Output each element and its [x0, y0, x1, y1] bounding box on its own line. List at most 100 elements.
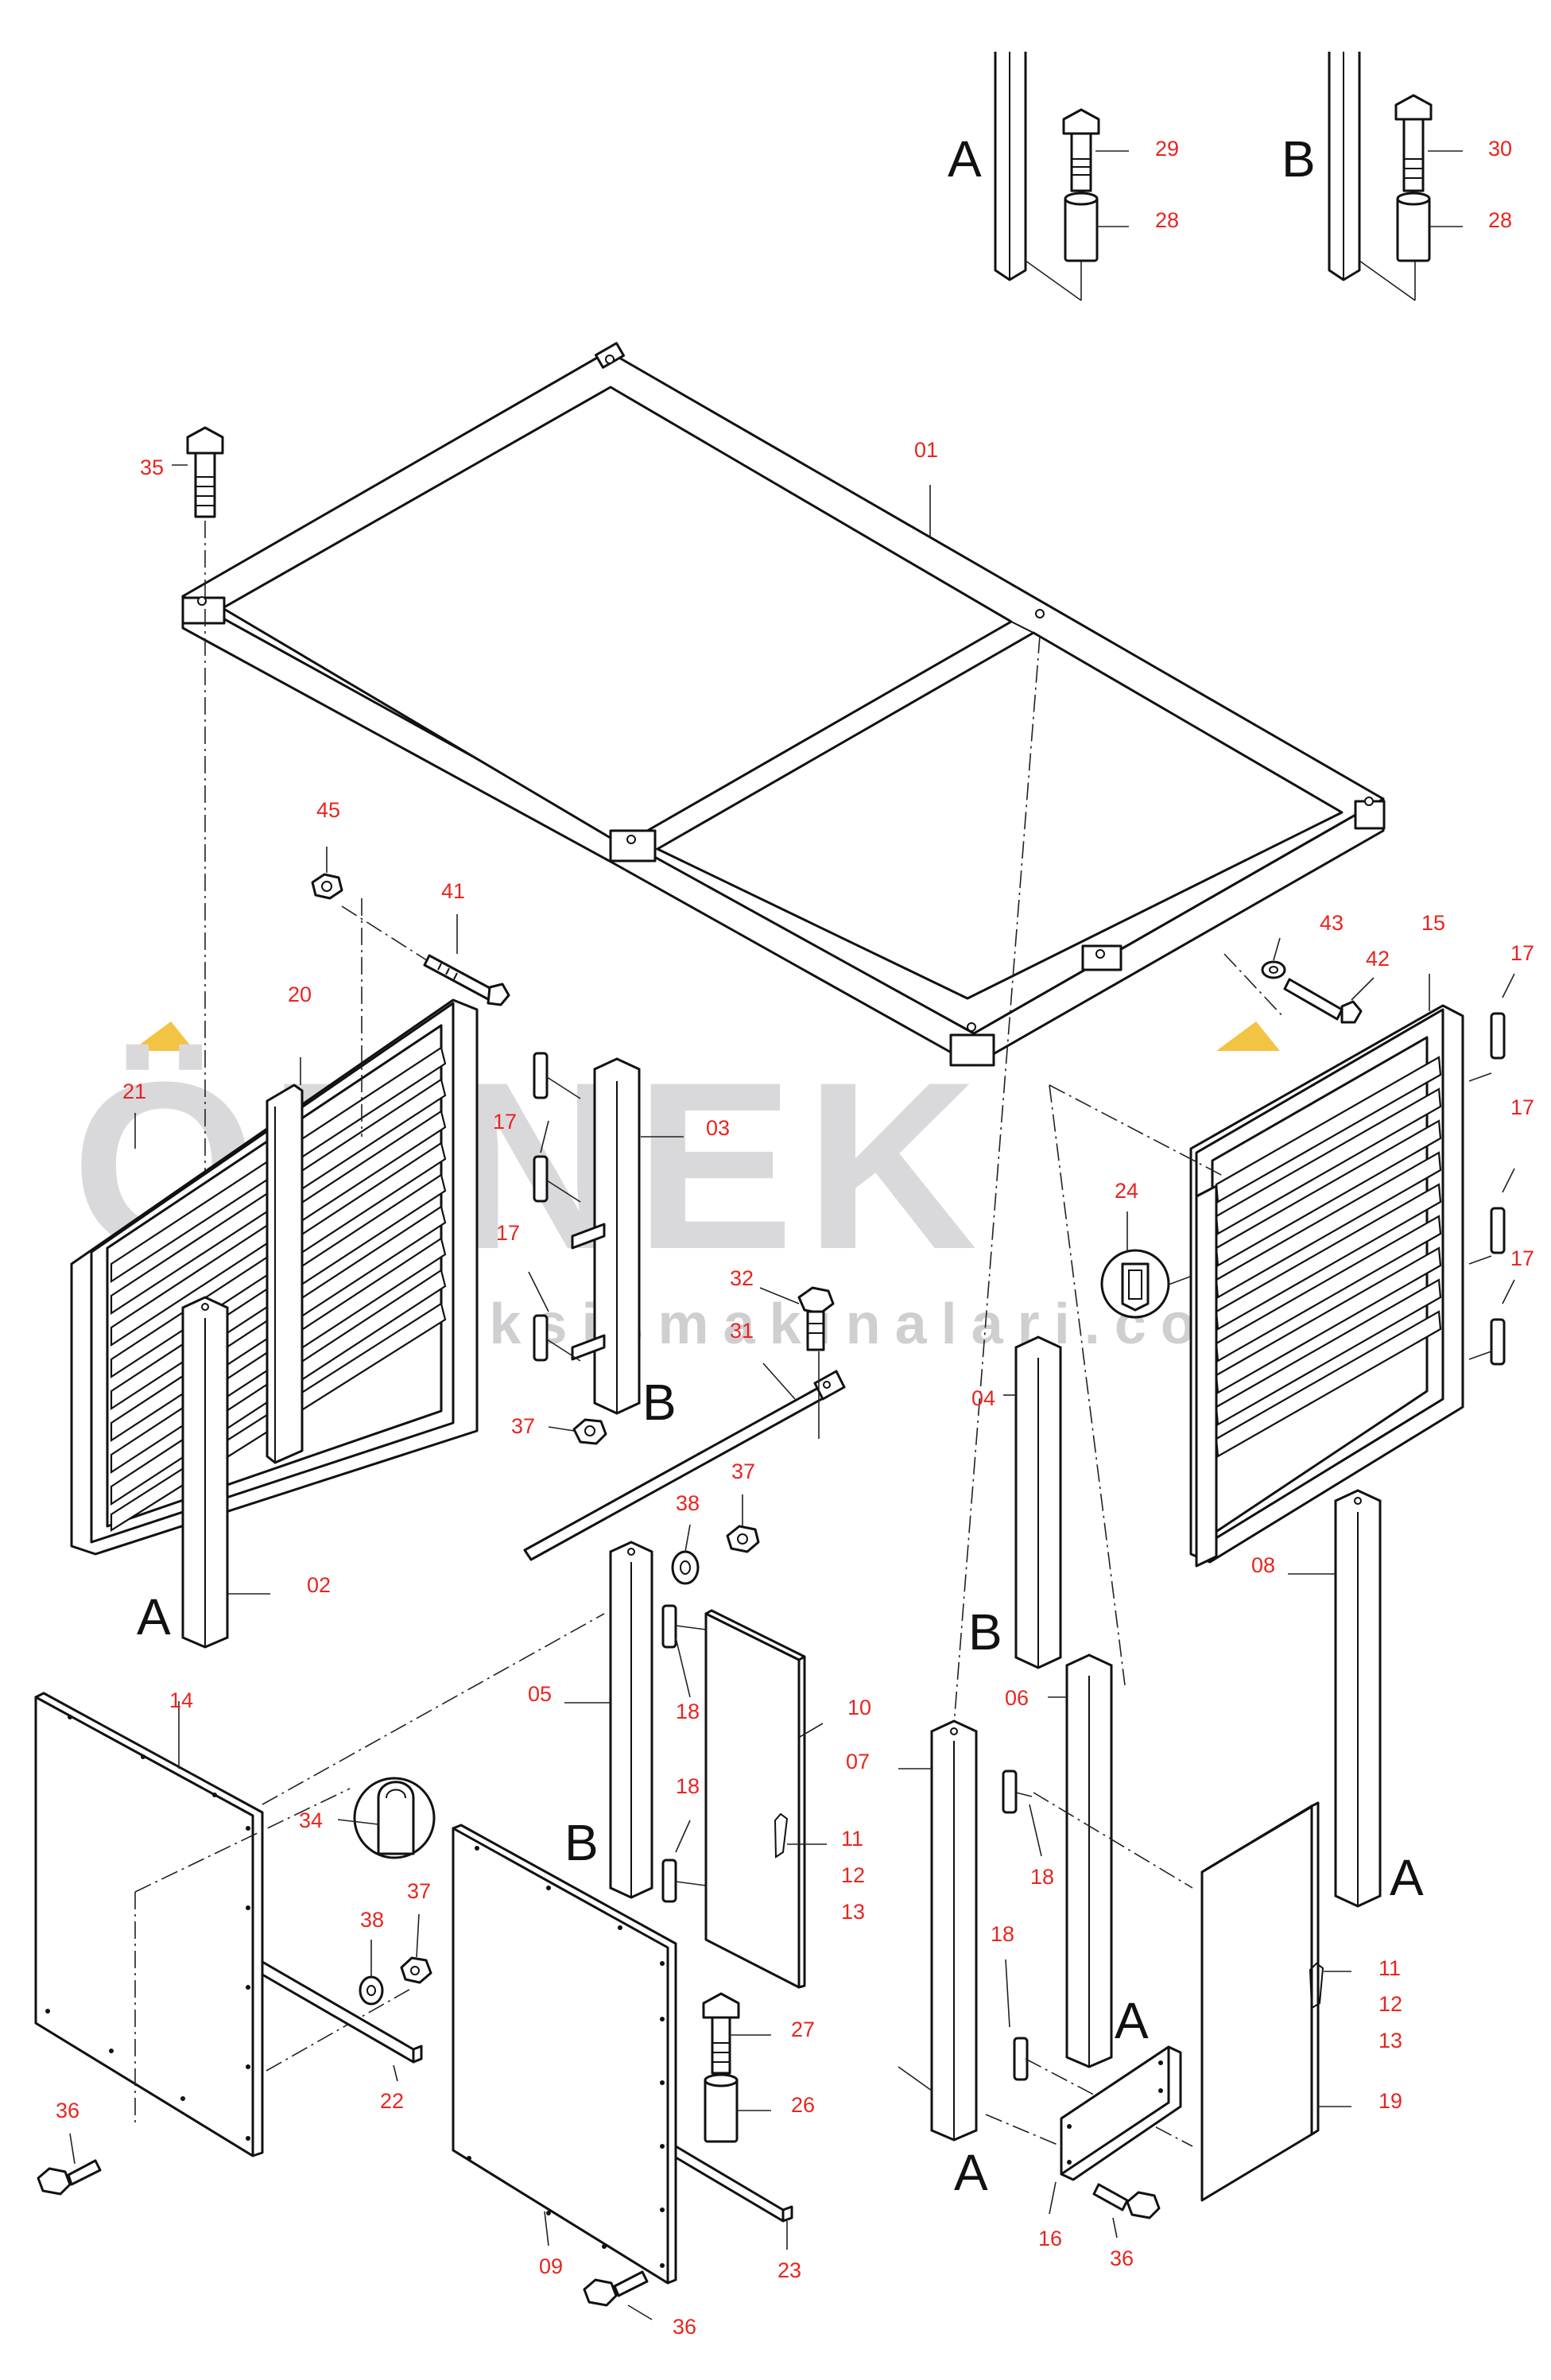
label-18-d: 18 [991, 1922, 1014, 1946]
label-19: 19 [1378, 2089, 1402, 2113]
label-38-b: 38 [360, 1908, 384, 1932]
label-37-a: 37 [511, 1414, 535, 1438]
label-16: 16 [1038, 2227, 1062, 2250]
plate-16: 16 [1038, 2045, 1182, 2250]
label-12-a: 12 [841, 1863, 865, 1887]
label-45: 45 [316, 798, 340, 822]
louver-panel-21: 20 21 [70, 983, 479, 1556]
label-13-a: 13 [841, 1900, 865, 1924]
label-17-c: 17 [1510, 941, 1534, 965]
nut-45: 45 [311, 798, 343, 900]
detail-b: B 30 28 [1282, 52, 1512, 301]
label-08: 08 [1251, 1553, 1275, 1577]
washer-38-middle: 38 [671, 1491, 700, 1585]
top-frame-01: 01 [181, 342, 1386, 1067]
label-28-b: 28 [1488, 208, 1512, 232]
label-28-a: 28 [1155, 208, 1179, 232]
bolt-35: 35 [140, 426, 224, 518]
watermark-accent-right [1216, 1021, 1280, 1051]
label-13-b: 13 [1378, 2029, 1402, 2052]
nut-37-upper: 37 [511, 1414, 607, 1445]
bolt-36-c: 36 [1092, 2183, 1161, 2270]
post-07-letter: A [954, 2144, 988, 2201]
detail-a: A 29 28 [948, 52, 1179, 301]
label-17-a: 17 [493, 1110, 517, 1134]
label-12-b: 12 [1378, 1992, 1402, 2016]
label-30: 30 [1488, 137, 1512, 161]
label-15: 15 [1421, 911, 1445, 935]
detail-b-letter: B [1282, 130, 1316, 188]
post-04-letter: B [968, 1603, 1002, 1661]
label-35: 35 [140, 455, 164, 479]
label-37-c: 37 [407, 1879, 431, 1903]
bolt-27: 27 [702, 1992, 815, 2075]
side-panel-14: 14 [34, 1688, 264, 2157]
nut-37-middle: 37 [726, 1459, 760, 1553]
label-03: 03 [706, 1116, 730, 1140]
label-43: 43 [1320, 911, 1344, 935]
bolt-36-b: 36 [583, 2270, 696, 2339]
post-02: 02 A [137, 1296, 331, 1649]
label-36-a: 36 [56, 2099, 79, 2122]
detail-34: 34 [299, 1777, 436, 1859]
label-24: 24 [1115, 1179, 1138, 1203]
bolt-42: 42 [1283, 947, 1390, 1024]
rail-22: 22 [261, 1960, 423, 2113]
label-37-b: 37 [731, 1459, 755, 1483]
label-21: 21 [122, 1080, 146, 1103]
label-04: 04 [971, 1386, 995, 1410]
detail-a-letter: A [948, 130, 982, 188]
sleeve-26: 26 [704, 2073, 815, 2143]
post-03: 03 B [571, 1057, 730, 1431]
label-41: 41 [441, 879, 465, 903]
detail-24: 24 [1100, 1179, 1225, 1319]
label-02: 02 [307, 1573, 331, 1597]
post-06-letter: A [1115, 1992, 1149, 2049]
post-08: 08 A [1251, 1489, 1424, 1908]
label-20: 20 [288, 983, 312, 1006]
door-19: 11 12 13 19 [1200, 1801, 1402, 2202]
label-09: 09 [539, 2254, 563, 2278]
post-07: 07 A [846, 1719, 988, 2201]
label-11-b: 11 [1378, 1956, 1401, 1980]
label-18-c: 18 [1030, 1865, 1054, 1889]
post-05: 05 B [528, 1541, 653, 1899]
label-27: 27 [791, 2018, 815, 2041]
rear-panel-09: 09 [452, 1824, 677, 2285]
bolt-41: 41 [423, 879, 510, 1006]
rail-23: 23 [674, 2145, 801, 2282]
hinge-pins-17-right: 17 17 17 [1468, 941, 1534, 1366]
label-07: 07 [846, 1750, 870, 1773]
bolt-32: 32 [730, 1266, 835, 1351]
post-02-letter: A [137, 1588, 171, 1645]
label-22: 22 [380, 2089, 404, 2113]
louver-panel-15: 15 [1189, 911, 1464, 1568]
post-06: 06 A [1005, 1653, 1149, 2068]
label-36-c: 36 [1110, 2246, 1134, 2270]
label-42: 42 [1366, 947, 1390, 971]
post-08-letter: A [1390, 1849, 1424, 1906]
label-05: 05 [528, 1682, 552, 1706]
label-32: 32 [730, 1266, 754, 1290]
label-26: 26 [791, 2093, 815, 2117]
label-34: 34 [299, 1808, 323, 1832]
label-18-b: 18 [676, 1774, 700, 1798]
post-05-letter: B [564, 1814, 599, 1871]
label-10: 10 [847, 1696, 871, 1719]
label-06: 06 [1005, 1686, 1029, 1710]
hinge-pins-18-middle: 18 18 [661, 1604, 707, 1903]
nut-37-lower: 37 [400, 1879, 432, 1984]
right-louver-slats [1215, 1056, 1442, 1458]
post-04: 04 B [968, 1335, 1062, 1669]
label-14: 14 [169, 1688, 193, 1712]
label-17-d: 17 [1510, 1095, 1534, 1119]
label-23: 23 [777, 2258, 801, 2282]
bolt-36-a: 36 [37, 2099, 102, 2196]
label-29: 29 [1155, 137, 1179, 161]
washer-38-lower: 38 [359, 1908, 384, 2006]
hinge-pins-17-left: 17 17 [493, 1052, 581, 1362]
post-03-letter: B [642, 1374, 677, 1431]
label-17-b: 17 [496, 1221, 520, 1245]
door-10: 10 11 12 13 [704, 1609, 871, 1989]
